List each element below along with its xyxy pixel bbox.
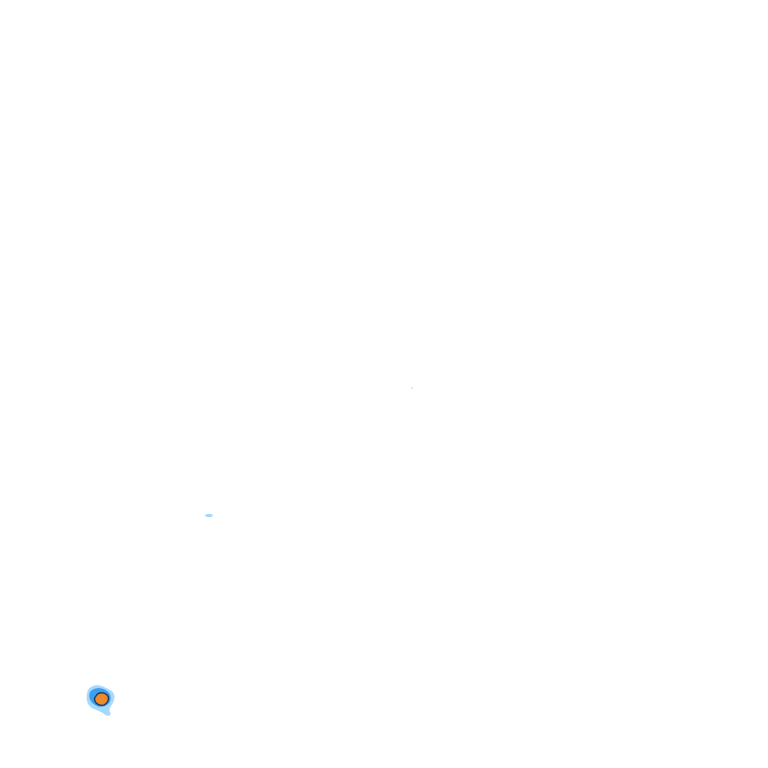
map-blob-icon — [86, 685, 115, 716]
speck-center — [410, 387, 414, 389]
speck-left — [205, 513, 213, 518]
blob-core — [93, 692, 110, 706]
